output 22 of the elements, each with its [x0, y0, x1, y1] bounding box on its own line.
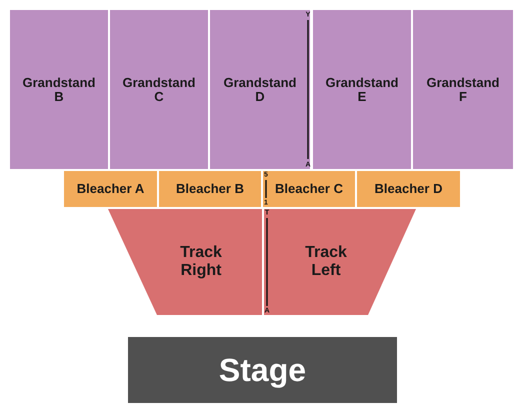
section-label: Bleacher C [275, 182, 343, 196]
section-label: Track Left [304, 244, 348, 280]
section-label: Track Right [179, 244, 223, 280]
section-label: Bleacher A [76, 182, 144, 196]
section-label: Grandstand B [22, 76, 96, 104]
section-label: Bleacher D [374, 182, 442, 196]
stage-block [128, 337, 397, 403]
bleacher-section [357, 171, 460, 207]
grandstand-section [413, 10, 513, 169]
grandstand-section [210, 10, 310, 169]
section-label: Stage [218, 354, 306, 386]
section-label: Grandstand E [324, 76, 400, 104]
section-label: Grandstand C [122, 76, 196, 104]
section-label: Grandstand D [222, 76, 298, 104]
section-label: Bleacher B [176, 182, 244, 196]
bleacher-section [263, 171, 355, 207]
grandstand-section [10, 10, 108, 169]
grandstand-section [110, 10, 208, 169]
section-label: Grandstand F [426, 76, 500, 104]
bleacher-section [64, 171, 157, 207]
bleacher-section [159, 171, 261, 207]
grandstand-section [313, 10, 411, 169]
